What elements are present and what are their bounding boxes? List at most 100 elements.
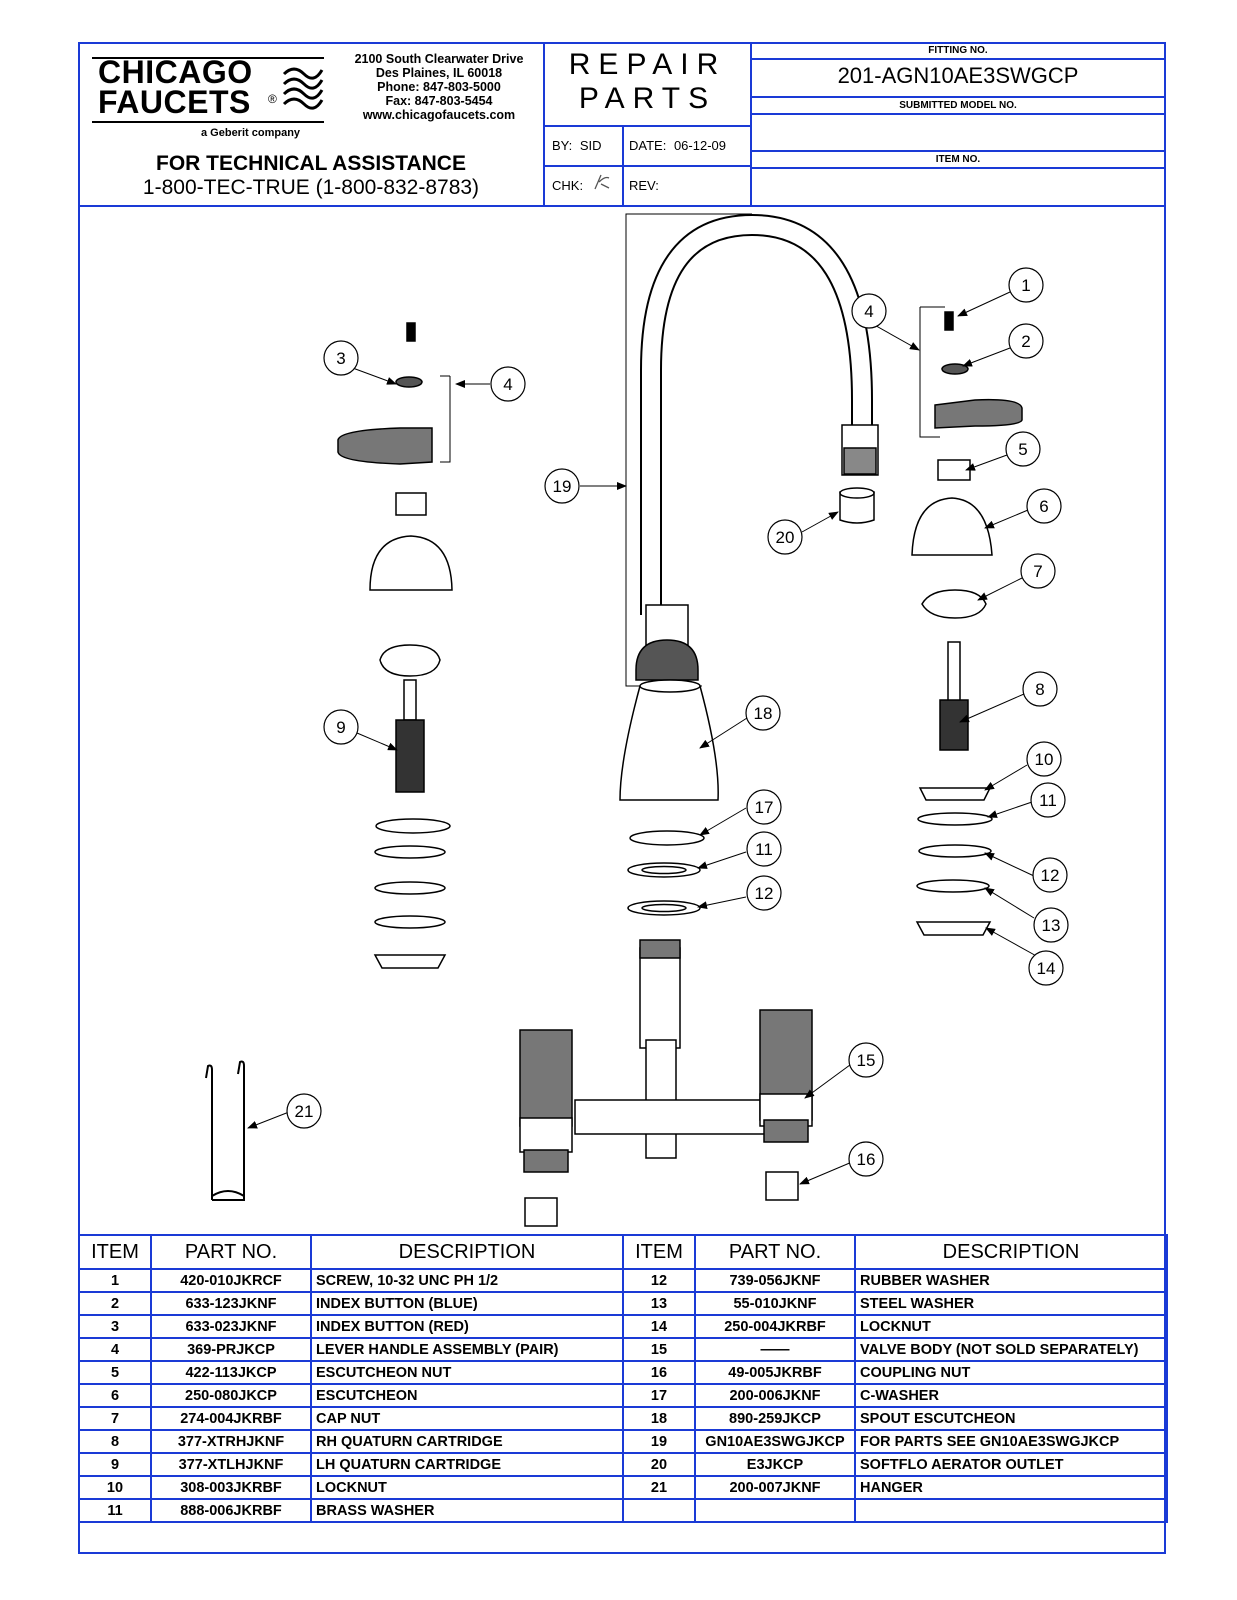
description-cell: ESCUTCHEON NUT [310, 1360, 624, 1385]
item-number-cell: 4 [78, 1337, 152, 1362]
description-cell: FOR PARTS SEE GN10AE3SWGJKCP [854, 1429, 1168, 1454]
part-number-cell: 739-056JKNF [694, 1268, 856, 1293]
date-value: 06-12-09 [673, 138, 726, 153]
description-cell: RH QUATURN CARTRIDGE [310, 1429, 624, 1454]
fitting-no-label: FITTING NO. [928, 45, 988, 56]
by-label: BY: [552, 138, 573, 153]
part-number-cell: 377-XTRHJKNF [150, 1429, 312, 1454]
callout-label: 18 [754, 704, 773, 723]
description-cell: CAP NUT [310, 1406, 624, 1431]
table-header-row: ITEM PART NO. DESCRIPTION ITEM PART NO. … [78, 1234, 1168, 1270]
callout-label: 5 [1018, 440, 1027, 459]
callout-label: 4 [864, 302, 873, 321]
part-number-cell: 200-006JKNF [694, 1383, 856, 1408]
item-number-cell: 21 [622, 1475, 696, 1500]
callout-label: 2 [1021, 332, 1030, 351]
part-number-cell: 633-123JKNF [150, 1291, 312, 1316]
callout-label: 4 [503, 375, 512, 394]
callout-label: 3 [336, 349, 345, 368]
header-rule-d [750, 96, 1166, 98]
description-cell: SOFTFLO AERATOR OUTLET [854, 1452, 1168, 1477]
website-link[interactable]: www.chicagofaucets.com [362, 108, 516, 122]
column-header: PART NO. [694, 1234, 856, 1270]
part-number-cell: 420-010JKRCF [150, 1268, 312, 1293]
callout-label: 10 [1035, 750, 1054, 769]
part-number-cell: 377-XTLHJKNF [150, 1452, 312, 1477]
doc-title-line1: REPAIR [568, 48, 727, 81]
brand-rule-top [92, 57, 324, 59]
callout-label: 20 [776, 528, 795, 547]
header-rule-f [750, 150, 1166, 152]
by-value: SID [579, 138, 602, 153]
callout-label: 17 [755, 798, 774, 817]
item-number-cell: 12 [622, 1268, 696, 1293]
item-no-label: ITEM NO. [935, 154, 981, 165]
exploded-parts-drawing: 1 2 3 4 4 5 6 7 8 9 10 11 11 12 12 13 14… [205, 213, 1069, 1227]
date-field: DATE: 06-12-09 [629, 138, 726, 153]
description-cell: INDEX BUTTON (BLUE) [310, 1291, 624, 1316]
item-number-cell: 3 [78, 1314, 152, 1339]
header-rule-b [543, 165, 751, 167]
item-number-cell [622, 1498, 696, 1523]
address-line: Phone: 847-803-5000 [377, 80, 501, 94]
part-number-cell: GN10AE3SWGJKCP [694, 1429, 856, 1454]
item-number-cell: 18 [622, 1406, 696, 1431]
item-number-cell: 17 [622, 1383, 696, 1408]
chk-label: CHK: [552, 178, 584, 193]
header-divider-2 [750, 42, 752, 206]
description-cell: BRASS WASHER [310, 1498, 624, 1523]
submitted-model-label: SUBMITTED MODEL NO. [899, 100, 1017, 111]
part-number-cell: 888-006JKRBF [150, 1498, 312, 1523]
part-number-cell: 250-080JKCP [150, 1383, 312, 1408]
address-line: Des Plaines, IL 60018 [375, 66, 503, 80]
callout-label: 12 [755, 884, 774, 903]
description-cell: LOCKNUT [310, 1475, 624, 1500]
description-cell: COUPLING NUT [854, 1360, 1168, 1385]
part-number-cell: 633-023JKNF [150, 1314, 312, 1339]
item-number-cell: 11 [78, 1498, 152, 1523]
part-number-cell: 250-004JKRBF [694, 1314, 856, 1339]
header-rule-c [750, 58, 1166, 60]
description-cell: ESCUTCHEON [310, 1383, 624, 1408]
brand-name-line2: FAUCETS [98, 84, 251, 120]
description-cell: VALVE BODY (NOT SOLD SEPARATELY) [854, 1337, 1168, 1362]
callout-label: 19 [553, 477, 572, 496]
callout-label: 14 [1037, 959, 1056, 978]
callout-label: 8 [1035, 680, 1044, 699]
callout-label: 9 [336, 718, 345, 737]
item-number-cell: 14 [622, 1314, 696, 1339]
parts-table: ITEM PART NO. DESCRIPTION ITEM PART NO. … [78, 1234, 1168, 1523]
spout-gooseneck [635, 213, 879, 681]
description-cell: STEEL WASHER [854, 1291, 1168, 1316]
description-cell: SCREW, 10-32 UNC PH 1/2 [310, 1268, 624, 1293]
item-number-cell: 15 [622, 1337, 696, 1362]
address-line: 2100 South Clearwater Drive [354, 52, 524, 66]
item-number-cell: 2 [78, 1291, 152, 1316]
brand-wave-icon [282, 67, 324, 110]
callout-label: 11 [755, 840, 773, 859]
description-cell: RUBBER WASHER [854, 1268, 1168, 1293]
callout-label: 11 [1039, 791, 1057, 810]
item-number-cell: 1 [78, 1268, 152, 1293]
callout-label: 1 [1021, 276, 1030, 295]
part-number-cell: 274-004JKRBF [150, 1406, 312, 1431]
callout-label: 21 [295, 1102, 314, 1121]
column-header: PART NO. [150, 1234, 312, 1270]
tech-assist-label: FOR TECHNICAL ASSISTANCE [156, 152, 466, 175]
header-rule-g [750, 167, 1166, 169]
part-number-cell: 55-010JKNF [694, 1291, 856, 1316]
description-cell: LH QUATURN CARTRIDGE [310, 1452, 624, 1477]
callout-label: 6 [1039, 497, 1048, 516]
column-header: DESCRIPTION [854, 1234, 1168, 1270]
rev-label: REV: [629, 178, 659, 193]
description-cell: HANGER [854, 1475, 1168, 1500]
